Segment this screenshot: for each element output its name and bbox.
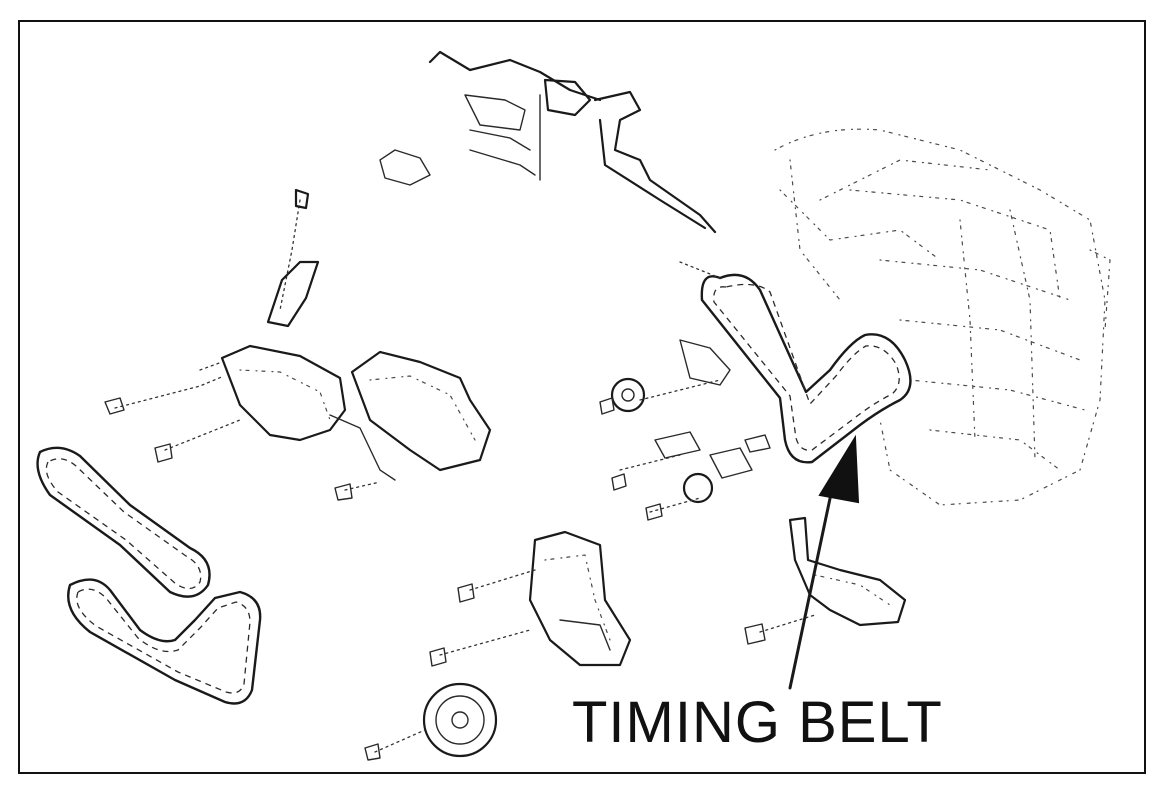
tensioner-parts	[599, 339, 771, 521]
callout-arrow	[788, 434, 860, 690]
water-pump-assembly	[364, 530, 632, 761]
timing-belt-label: TIMING BELT	[572, 690, 943, 755]
engine-mount-bracket	[744, 516, 907, 645]
diagram-frame	[18, 20, 1146, 774]
leader-lines	[199, 261, 721, 371]
timing-belt	[700, 273, 912, 464]
timing-covers	[104, 344, 492, 501]
camshaft-assembly	[266, 50, 717, 328]
engine-block	[774, 128, 1111, 506]
accessory-belts	[36, 446, 262, 705]
